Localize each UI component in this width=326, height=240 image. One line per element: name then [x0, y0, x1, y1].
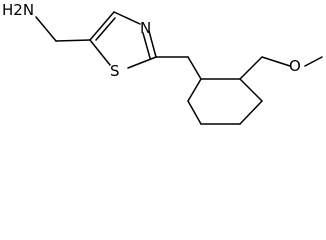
oxygen-label: O: [289, 57, 301, 75]
bond-ph-3-4: [187, 100, 202, 125]
molecule-structure: H2N N S O: [2, 1, 323, 125]
bond-ph-2-3: [187, 78, 202, 102]
bond-s1-c5: [89, 39, 111, 66]
bond-o-methyl: [304, 56, 323, 67]
bond-c4-n3: [113, 11, 141, 25]
sulfur-label: S: [110, 62, 120, 80]
bond-ph-top-right: [239, 56, 263, 80]
bond-c5-c4-double: [95, 17, 116, 41]
bond-ring-o: [261, 56, 291, 67]
bond-n3-c2-double: [142, 32, 151, 59]
bond-amine-ch2: [35, 16, 57, 42]
bond-ph-5-6: [239, 100, 263, 125]
bond-n3-c2: [148, 30, 157, 58]
bond-ph-6-1a: [239, 78, 263, 102]
nitrogen-label: N: [140, 19, 151, 37]
bond-ph-1-2: [187, 56, 202, 80]
bond-c5-c4: [89, 11, 115, 41]
bond-ch2-c5: [55, 39, 91, 42]
bond-c2-s1: [127, 56, 157, 69]
amine-label: H2N: [2, 1, 34, 19]
